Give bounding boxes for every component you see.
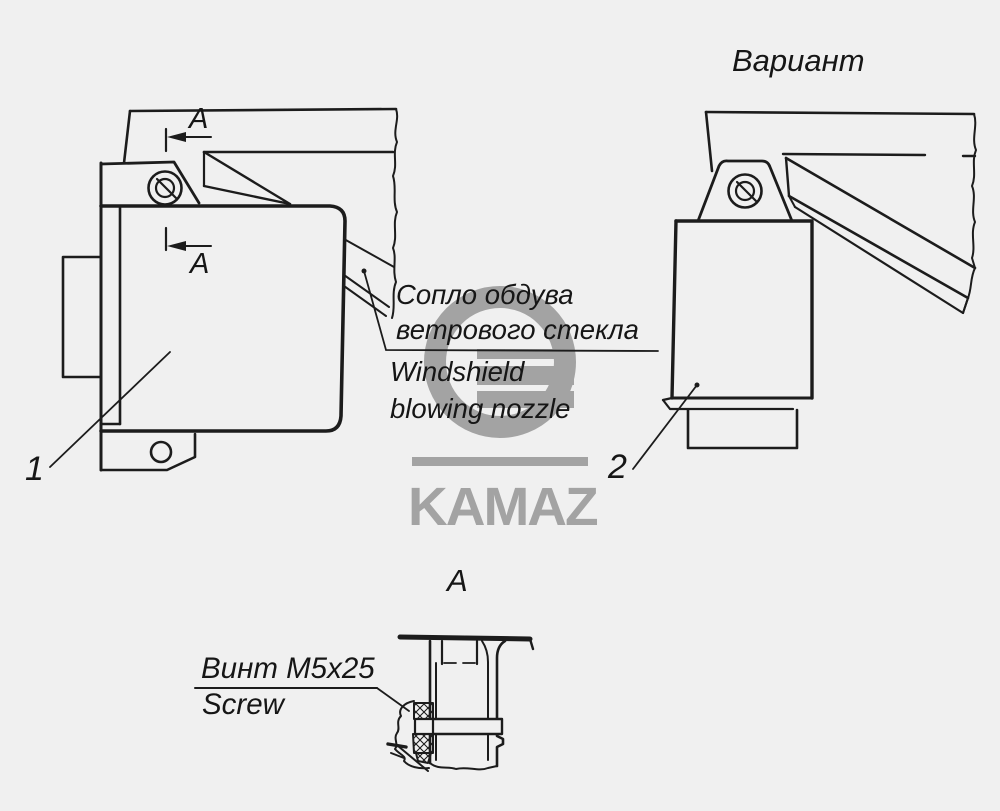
nozzle-body [674, 219, 814, 400]
screw-label-ru: Винт М5х25 [201, 652, 375, 685]
boss-outline [394, 700, 430, 770]
left-protrusion [61, 255, 103, 379]
bottom-bracket [99, 432, 197, 472]
logo-divider-bar [412, 457, 588, 466]
panel-plate [397, 634, 533, 642]
nozzle-label-en-line1: Windshield [390, 356, 525, 387]
screw-slot [155, 177, 178, 200]
panel-torn-edge [962, 113, 977, 314]
logo-bar-1 [477, 349, 574, 359]
variant-title: Вариант [732, 43, 865, 78]
panel-torn-edge [391, 108, 399, 319]
part-number-2: 2 [608, 448, 627, 486]
leader-line-2 [632, 384, 698, 470]
nozzle-label-en-line2: blowing nozzle [390, 393, 571, 424]
logo-bar-2 [477, 366, 574, 385]
main-view-drawing [49, 107, 399, 472]
screw-shank [413, 717, 435, 736]
screw-section-lower [412, 733, 434, 754]
part-number-1: 1 [25, 450, 44, 488]
nozzle-label-ru: Сопло обдува ветрового стекла [396, 277, 639, 347]
top-bracket [99, 160, 201, 205]
top-bracket [696, 159, 794, 223]
nozzle-label-ru-line2: ветрового стекла [396, 314, 639, 345]
kamaz-watermark-logo [412, 286, 588, 466]
section-marker-top [164, 127, 212, 153]
section-view-drawing [194, 634, 535, 772]
nozzle-body [99, 204, 347, 433]
clamped-flange [429, 717, 504, 736]
nozzle-outlet [686, 408, 799, 450]
bracket-hole [149, 440, 173, 464]
section-view-title: А [447, 563, 468, 598]
variant-view-drawing [632, 110, 977, 470]
screw-head-icon [727, 173, 763, 209]
screw-slot [735, 180, 758, 203]
screw-section-upper [413, 702, 434, 720]
panel-left-edge [122, 109, 132, 165]
section-marker-bottom [164, 226, 212, 252]
logo-bar-3 [477, 391, 574, 408]
leader-line-screw [376, 687, 410, 712]
logo-ring [424, 286, 576, 438]
kamaz-watermark-text: KAMAZ [408, 475, 599, 537]
nozzle-callout-leader [361, 268, 659, 352]
nozzle-label-ru-line1: Сопло обдува [396, 279, 574, 310]
screw-label-en: Screw [202, 688, 284, 721]
nozzle-label-en: Windshield blowing nozzle [390, 353, 570, 427]
section-marker-label-bottom: А [190, 248, 210, 280]
leader-line-1 [49, 351, 171, 468]
panel-top-edge [128, 107, 398, 113]
section-marker-label-top: А [189, 103, 209, 135]
